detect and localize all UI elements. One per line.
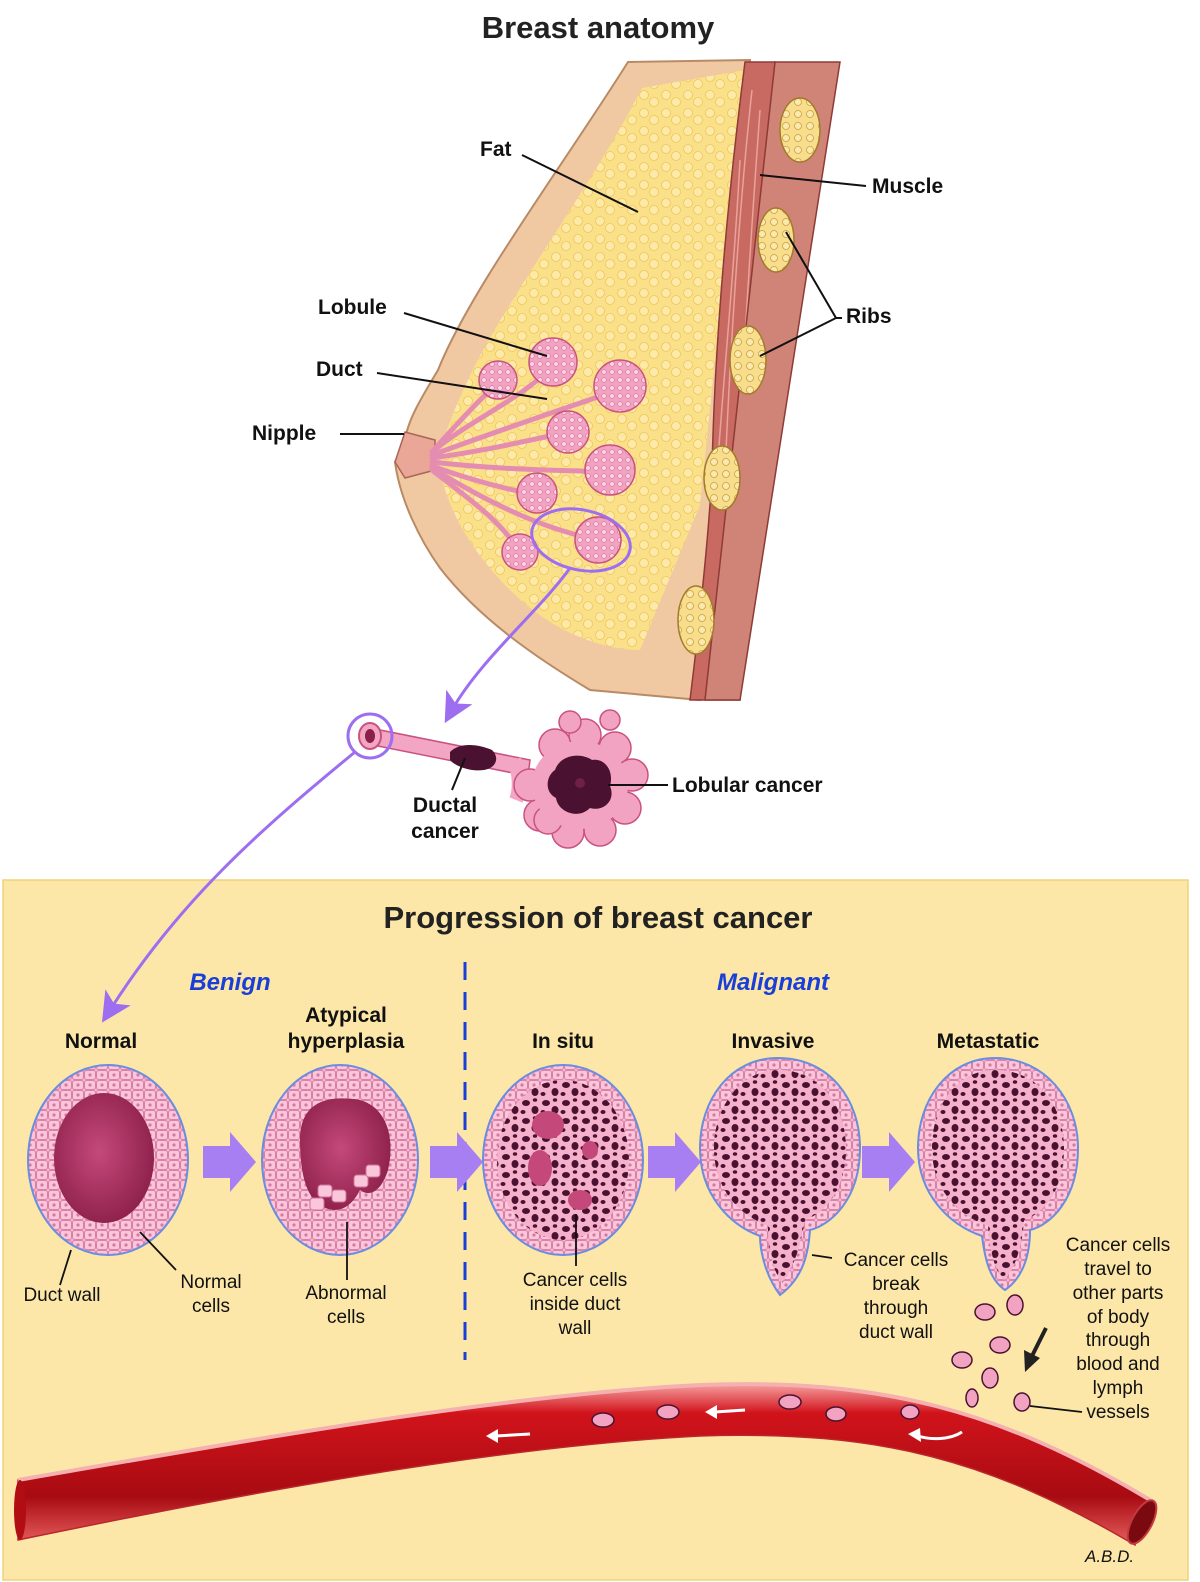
detail-leaders (451, 757, 668, 791)
stage-in-situ-title: In situ (532, 1030, 594, 1053)
anatomy-leaders (340, 154, 867, 435)
label-normal-cells-1: Normal (180, 1272, 241, 1293)
label-ductal-cancer-2: cancer (411, 820, 479, 843)
vessel-cancer-cells (591, 1394, 920, 1428)
stage-leaders (59, 1214, 1083, 1413)
duct-atypical (261, 1064, 419, 1256)
malignant-heading: Malignant (717, 969, 830, 996)
label-duct-wall: Duct wall (23, 1285, 100, 1306)
label-inside-duct-2: inside duct (530, 1294, 622, 1315)
stage-atypical-title-2: hyperplasia (288, 1030, 405, 1053)
duct-in-situ (482, 1064, 644, 1256)
duct-lobule-detail (346, 709, 649, 849)
anatomy-title: Breast anatomy (482, 10, 715, 45)
duct-metastatic (916, 1056, 1080, 1292)
benign-heading: Benign (189, 969, 270, 996)
label-travel-2: travel to (1084, 1259, 1152, 1280)
stage-invasive-title: Invasive (732, 1030, 815, 1053)
label-inside-duct-1: Cancer cells (523, 1270, 628, 1291)
label-travel-8: vessels (1086, 1402, 1149, 1423)
label-lobule: Lobule (318, 296, 387, 319)
label-break-through-4: duct wall (859, 1322, 933, 1343)
label-travel-4: of body (1087, 1307, 1150, 1328)
label-normal-cells-2: cells (192, 1296, 230, 1317)
progression-title: Progression of breast cancer (384, 900, 813, 935)
escaping-cells (951, 1294, 1031, 1412)
label-travel-5: through (1086, 1330, 1150, 1351)
breast-cross-section (393, 58, 841, 702)
label-travel-1: Cancer cells (1066, 1235, 1171, 1256)
label-ductal-cancer-1: Ductal (413, 794, 477, 817)
duct-normal (27, 1064, 189, 1256)
label-abnormal-cells-1: Abnormal (305, 1283, 386, 1304)
label-lobular-cancer: Lobular cancer (672, 774, 823, 797)
label-nipple: Nipple (252, 422, 316, 445)
label-travel-3: other parts (1073, 1283, 1164, 1304)
label-break-through-1: Cancer cells (844, 1250, 949, 1271)
travel-arrow (1024, 1327, 1048, 1372)
label-fat: Fat (480, 138, 512, 161)
duct-invasive (698, 1056, 862, 1297)
stage-metastatic-title: Metastatic (937, 1030, 1040, 1053)
artist-signature: A.B.D. (1084, 1547, 1134, 1566)
label-inside-duct-3: wall (558, 1318, 592, 1339)
label-travel-7: lymph (1093, 1378, 1144, 1399)
label-muscle: Muscle (872, 175, 943, 198)
label-break-through-2: break (872, 1274, 920, 1295)
blood-vessel (14, 1382, 1158, 1547)
stage-arrows (203, 1132, 915, 1192)
stage-atypical-title-1: Atypical (305, 1004, 387, 1027)
flow-arrows (486, 1405, 963, 1443)
label-break-through-3: through (864, 1298, 928, 1319)
label-ribs: Ribs (846, 305, 892, 328)
label-abnormal-cells-2: cells (327, 1307, 365, 1328)
zoom-arrow-2 (101, 750, 356, 1023)
zoom-arrow-1 (444, 567, 572, 724)
label-duct: Duct (316, 358, 363, 381)
stage-normal-title: Normal (65, 1030, 137, 1053)
label-travel-6: blood and (1076, 1354, 1159, 1375)
